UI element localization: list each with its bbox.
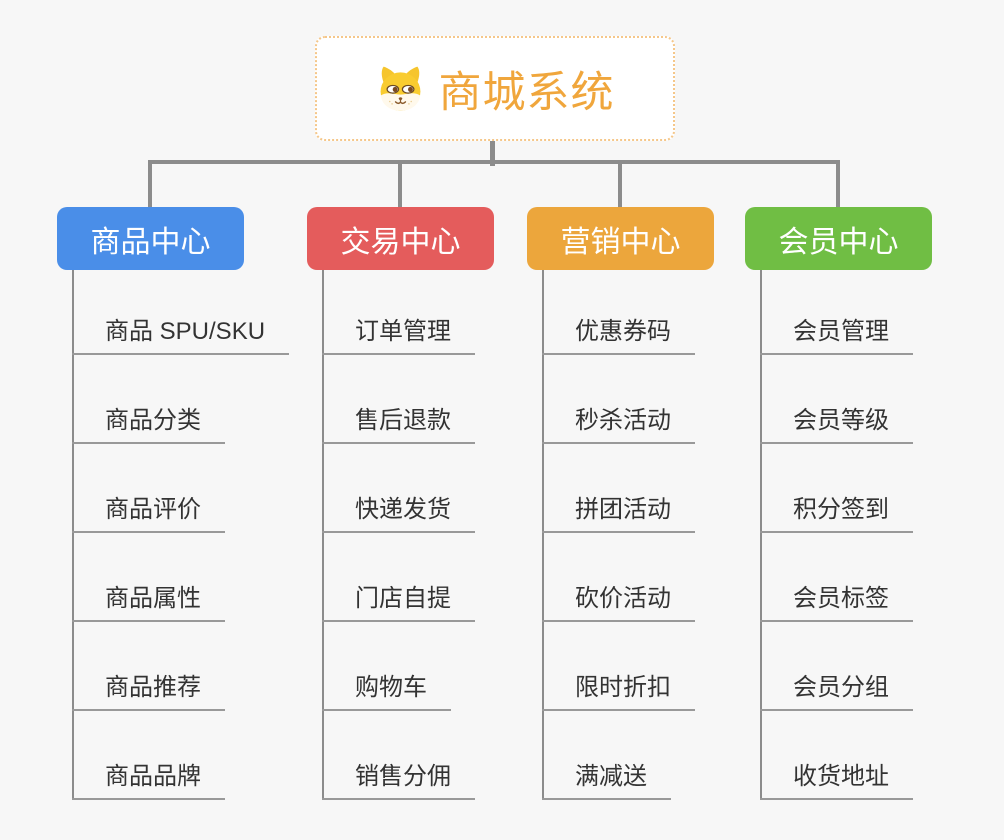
topic-item[interactable]: 会员等级 xyxy=(760,398,913,444)
topic-label: 秒杀活动 xyxy=(575,407,671,434)
topic-item[interactable]: 秒杀活动 xyxy=(542,398,695,444)
branch-connector-line xyxy=(760,270,762,800)
branch-column-member-center: 会员中心 会员管理 会员等级 积分签到 会员标签 会员分组 收货地址 xyxy=(745,207,1004,819)
topic-item[interactable]: 优惠券码 xyxy=(542,309,695,355)
topic-item[interactable]: 商品品牌 xyxy=(72,754,225,800)
branch-node-member-center[interactable]: 会员中心 xyxy=(745,207,932,270)
topic-label: 快递发货 xyxy=(355,496,451,523)
connector-root-stem xyxy=(490,141,495,166)
topic-item[interactable]: 会员标签 xyxy=(760,576,913,622)
branch-node-marketing-center[interactable]: 营销中心 xyxy=(527,207,714,270)
topic-label: 门店自提 xyxy=(355,585,451,612)
connector-drop-member-center xyxy=(836,160,840,207)
topic-item[interactable]: 商品评价 xyxy=(72,487,225,533)
branch-label: 会员中心 xyxy=(778,225,899,259)
connector-drop-marketing-center xyxy=(618,160,622,207)
topic-item[interactable]: 订单管理 xyxy=(322,309,475,355)
topic-label: 商品评价 xyxy=(105,496,201,523)
topic-item[interactable]: 砍价活动 xyxy=(542,576,695,622)
branch-label: 商品中心 xyxy=(90,225,211,259)
branch-connector-line xyxy=(542,270,544,800)
connector-drop-product-center xyxy=(148,160,152,207)
topic-label: 商品属性 xyxy=(105,585,201,612)
topic-item[interactable]: 售后退款 xyxy=(322,398,475,444)
topic-label: 销售分佣 xyxy=(355,763,451,790)
topic-label: 限时折扣 xyxy=(575,674,671,701)
topic-label: 会员等级 xyxy=(793,407,889,434)
topic-label: 商品 SPU/SKU xyxy=(105,318,266,345)
root-node[interactable]: 商城系统 xyxy=(315,36,675,141)
connector-drop-trade-center xyxy=(398,160,402,207)
topic-label: 满减送 xyxy=(575,763,647,790)
branch-label: 营销中心 xyxy=(560,225,681,259)
branch-column-trade-center: 交易中心 订单管理 售后退款 快递发货 门店自提 购物车 销售分佣 xyxy=(307,207,567,819)
topic-label: 购物车 xyxy=(355,674,427,701)
shiba-dog-face-icon xyxy=(380,66,420,111)
connector-bus-line xyxy=(148,160,840,164)
topic-label: 商品品牌 xyxy=(105,763,201,790)
topic-item[interactable]: 积分签到 xyxy=(760,487,913,533)
topic-label: 积分签到 xyxy=(793,496,889,523)
topic-item[interactable]: 会员管理 xyxy=(760,309,913,355)
topic-label: 砍价活动 xyxy=(575,585,671,612)
branch-connector-line xyxy=(72,270,74,800)
branch-connector-line xyxy=(322,270,324,800)
topic-item[interactable]: 门店自提 xyxy=(322,576,475,622)
topic-item[interactable]: 商品分类 xyxy=(72,398,225,444)
root-label: 商城系统 xyxy=(438,68,615,117)
branch-label: 交易中心 xyxy=(340,225,461,259)
topic-item[interactable]: 快递发货 xyxy=(322,487,475,533)
topic-item[interactable]: 拼团活动 xyxy=(542,487,695,533)
topic-label: 商品分类 xyxy=(105,407,201,434)
topic-label: 订单管理 xyxy=(355,318,451,345)
topic-label: 商品推荐 xyxy=(105,674,201,701)
topic-item[interactable]: 销售分佣 xyxy=(322,754,475,800)
topic-label: 拼团活动 xyxy=(575,496,671,523)
topic-item[interactable]: 收货地址 xyxy=(760,754,913,800)
branch-node-trade-center[interactable]: 交易中心 xyxy=(307,207,494,270)
topic-label: 优惠券码 xyxy=(575,318,671,345)
topic-label: 售后退款 xyxy=(355,407,451,434)
topic-item[interactable]: 商品属性 xyxy=(72,576,225,622)
topic-label: 会员管理 xyxy=(793,318,889,345)
topic-item[interactable]: 购物车 xyxy=(322,665,451,711)
topic-label: 会员分组 xyxy=(793,674,889,701)
branch-column-product-center: 商品中心 商品 SPU/SKU 商品分类 商品评价 商品属性 商品推荐 商品品牌 xyxy=(57,207,317,819)
branch-node-product-center[interactable]: 商品中心 xyxy=(57,207,244,270)
branch-column-marketing-center: 营销中心 优惠券码 秒杀活动 拼团活动 砍价活动 限时折扣 满减送 xyxy=(527,207,787,819)
topic-item[interactable]: 会员分组 xyxy=(760,665,913,711)
topic-label: 会员标签 xyxy=(793,585,889,612)
topic-item[interactable]: 商品 SPU/SKU xyxy=(72,309,290,355)
topic-item[interactable]: 满减送 xyxy=(542,754,671,800)
topic-item[interactable]: 商品推荐 xyxy=(72,665,225,711)
topic-label: 收货地址 xyxy=(793,763,889,790)
topic-item[interactable]: 限时折扣 xyxy=(542,665,695,711)
